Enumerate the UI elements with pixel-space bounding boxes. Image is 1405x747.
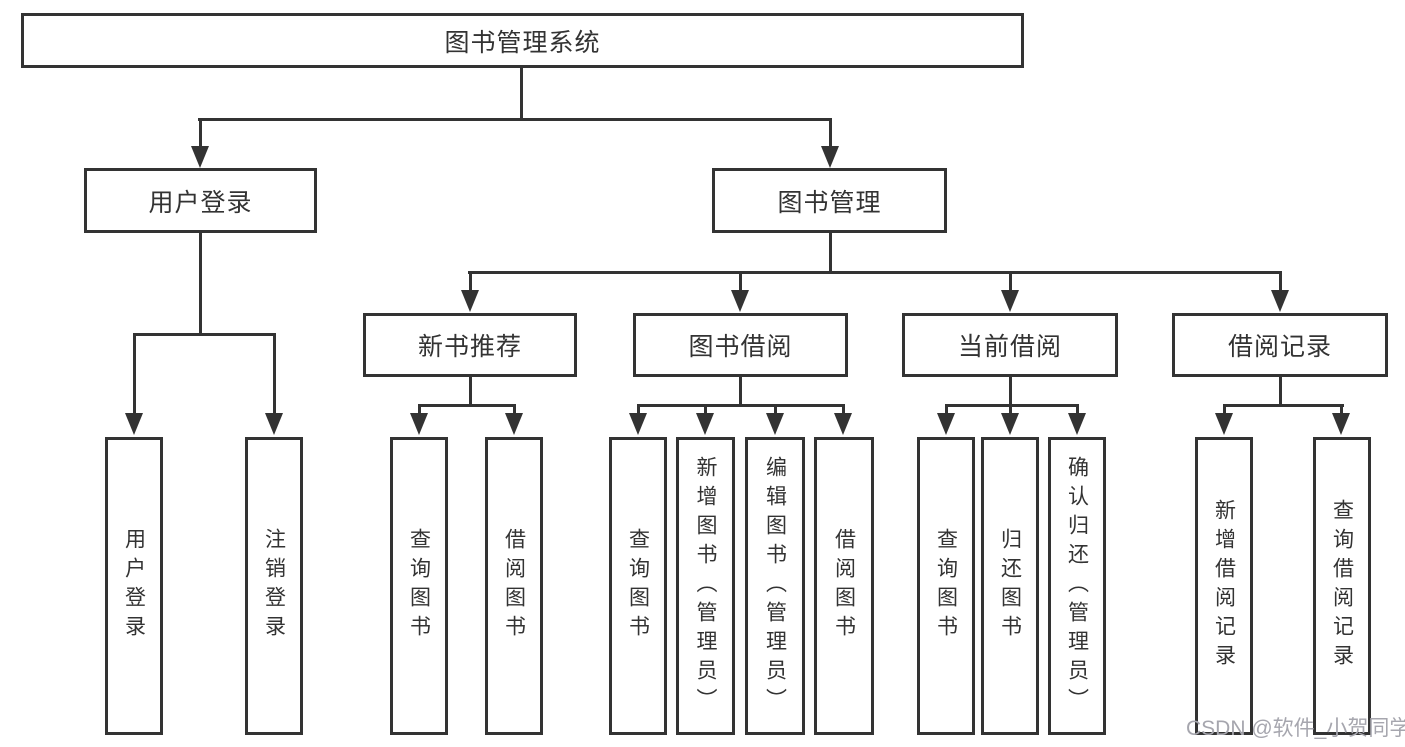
connector-current-borrow-trunk — [1009, 377, 1012, 407]
arrow-book-management — [821, 146, 839, 168]
leaf-bb-query-books: 查询图书 — [609, 437, 667, 735]
node-book-borrow: 图书借阅 — [633, 313, 848, 377]
arrow-borrow-records — [1271, 290, 1289, 312]
connector-new-book-branch — [418, 404, 516, 407]
leaf-label: 确认归还（管理员） — [1065, 455, 1089, 717]
node-borrow-records: 借阅记录 — [1172, 313, 1388, 377]
node-library-management-system: 图书管理系统 — [21, 13, 1024, 68]
arrow-bb-add — [696, 413, 714, 435]
leaf-label: 查询图书 — [407, 528, 431, 644]
arrow-cb-confirm — [1068, 413, 1086, 435]
arrow-cb-query — [937, 413, 955, 435]
arrow-bb-edit — [766, 413, 784, 435]
node-label: 图书管理系统 — [444, 28, 601, 57]
connector-drop-book-borrow — [739, 271, 742, 293]
leaf-label: 用户登录 — [122, 528, 146, 644]
arrow-nb-borrow — [505, 413, 523, 435]
arrow-br-add — [1215, 413, 1233, 435]
connector-drop-cb-confirm — [1076, 404, 1079, 417]
leaf-label: 查询图书 — [934, 528, 958, 644]
node-new-book-recommend: 新书推荐 — [363, 313, 577, 377]
arrow-bb-query — [629, 413, 647, 435]
leaf-label: 借阅图书 — [502, 528, 526, 644]
connector-root-branch — [198, 118, 831, 121]
arrow-nb-query — [410, 413, 428, 435]
connector-drop-bb-add — [704, 404, 707, 417]
connector-drop-leaf-logout — [273, 333, 276, 417]
leaf-br-add-borrow-record: 新增借阅记录 — [1195, 437, 1253, 735]
connector-user-login-branch — [133, 333, 276, 336]
arrow-cb-return — [1001, 413, 1019, 435]
connector-drop-leaf-user-login — [133, 333, 136, 417]
connector-book-borrow-branch — [637, 404, 845, 407]
connector-drop-borrow-records — [1279, 271, 1282, 293]
leaf-nb-borrow-books: 借阅图书 — [485, 437, 543, 735]
connector-drop-cb-query — [945, 404, 948, 417]
connector-book-borrow-trunk — [739, 377, 742, 407]
connector-drop-br-add — [1223, 404, 1226, 417]
arrow-book-borrow — [731, 290, 749, 312]
connector-drop-nb-borrow — [513, 404, 516, 417]
leaf-label: 归还图书 — [998, 528, 1022, 644]
node-book-management: 图书管理 — [712, 168, 947, 233]
connector-drop-bb-borrow — [842, 404, 845, 417]
leaf-logout: 注销登录 — [245, 437, 303, 735]
connector-drop-cb-return — [1009, 404, 1012, 417]
leaf-label: 新增图书（管理员） — [694, 455, 718, 717]
leaf-label: 注销登录 — [262, 528, 286, 644]
connector-drop-book-management — [829, 118, 832, 150]
leaf-nb-query-books: 查询图书 — [390, 437, 448, 735]
connector-book-management-branch — [468, 271, 1282, 274]
leaf-user-login: 用户登录 — [105, 437, 163, 735]
node-label: 图书管理 — [777, 188, 882, 217]
node-current-borrow: 当前借阅 — [902, 313, 1118, 377]
leaf-bb-add-book-admin: 新增图书（管理员） — [676, 437, 735, 735]
arrow-bb-borrow — [834, 413, 852, 435]
leaf-label: 查询图书 — [626, 528, 650, 644]
connector-user-login-trunk — [199, 233, 202, 336]
connector-drop-bb-edit — [774, 404, 777, 417]
node-label: 用户登录 — [148, 188, 253, 217]
connector-borrow-records-branch — [1223, 404, 1344, 407]
arrow-leaf-logout — [265, 413, 283, 435]
connector-new-book-trunk — [469, 377, 472, 407]
node-label: 当前借阅 — [957, 333, 1062, 361]
leaf-bb-edit-book-admin: 编辑图书（管理员） — [745, 437, 805, 735]
leaf-label: 借阅图书 — [832, 528, 856, 644]
connector-root-trunk — [520, 68, 523, 120]
connector-drop-user-login — [199, 118, 202, 150]
connector-drop-bb-query — [637, 404, 640, 417]
leaf-cb-confirm-return-admin: 确认归还（管理员） — [1048, 437, 1106, 735]
arrow-br-query — [1332, 413, 1350, 435]
arrow-user-login — [191, 146, 209, 168]
arrow-leaf-user-login — [125, 413, 143, 435]
connector-book-management-trunk — [829, 233, 832, 274]
leaf-br-query-borrow-record: 查询借阅记录 — [1313, 437, 1371, 735]
leaf-bb-borrow-books: 借阅图书 — [814, 437, 874, 735]
connector-drop-current-borrow — [1009, 271, 1012, 293]
leaf-cb-return-books: 归还图书 — [981, 437, 1039, 735]
leaf-label: 新增借阅记录 — [1212, 499, 1236, 673]
connector-current-borrow-branch — [945, 404, 1079, 407]
node-label: 图书借阅 — [688, 333, 793, 361]
node-label: 新书推荐 — [417, 333, 522, 361]
node-user-login: 用户登录 — [84, 168, 317, 233]
connector-drop-nb-query — [418, 404, 421, 417]
arrow-new-book — [461, 290, 479, 312]
node-label: 借阅记录 — [1227, 333, 1332, 361]
connector-drop-br-query — [1340, 404, 1343, 417]
connector-drop-new-book — [469, 271, 472, 293]
arrow-current-borrow — [1001, 290, 1019, 312]
csdn-watermark: CSDN @软件_小贺同学 — [1186, 717, 1405, 740]
leaf-cb-query-books: 查询图书 — [917, 437, 975, 735]
connector-borrow-records-trunk — [1279, 377, 1282, 407]
leaf-label: 查询借阅记录 — [1330, 499, 1354, 673]
leaf-label: 编辑图书（管理员） — [763, 455, 787, 717]
